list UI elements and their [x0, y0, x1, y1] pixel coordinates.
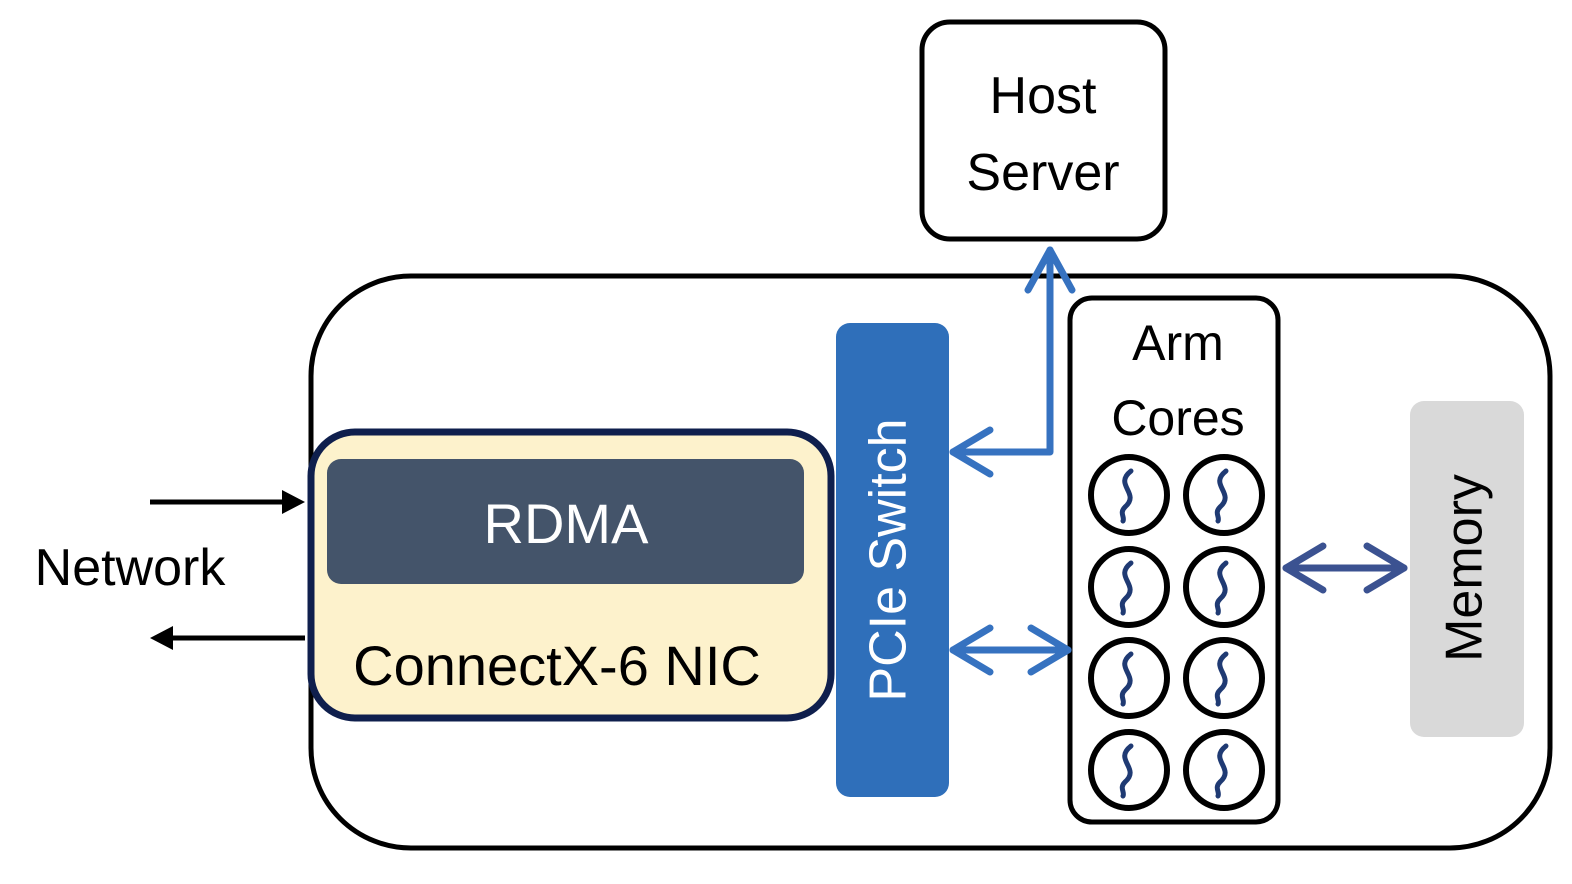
arm-core — [1183, 454, 1265, 536]
thread-squiggle-icon — [1119, 468, 1134, 524]
pcie-arm-arrow — [949, 624, 1072, 676]
thread-squiggle-icon — [1119, 560, 1134, 616]
network-out-arrow — [150, 626, 305, 650]
thread-squiggle-icon — [1214, 560, 1229, 616]
arm-core — [1183, 637, 1265, 719]
nic-label: ConnectX-6 NIC — [353, 634, 761, 697]
arm-core-grid — [1088, 454, 1265, 811]
thread-squiggle-icon — [1214, 743, 1229, 799]
network-label: Network — [35, 539, 227, 597]
arm-memory-arrow — [1282, 542, 1408, 594]
host-server-line1: Host — [990, 67, 1097, 125]
arm-core — [1088, 729, 1170, 811]
thread-squiggle-icon — [1214, 468, 1229, 524]
host-server-box: Host Server — [919, 19, 1168, 242]
arm-core — [1088, 637, 1170, 719]
arm-core — [1183, 546, 1265, 628]
rdma-label: RDMA — [484, 492, 650, 555]
memory-label: Memory — [1436, 474, 1494, 662]
rdma-block — [327, 459, 804, 584]
pcie-switch-label: PCIe Switch — [860, 418, 918, 701]
pcie-switch: PCIe Switch — [836, 323, 949, 797]
thread-squiggle-icon — [1119, 743, 1134, 799]
arm-core — [1183, 729, 1265, 811]
thread-squiggle-icon — [1214, 651, 1229, 707]
pcie-host-arrow — [949, 246, 1076, 478]
thread-squiggle-icon — [1119, 651, 1134, 707]
network-in-arrow — [150, 490, 305, 514]
arm-cores-box: Arm Cores — [1067, 295, 1281, 825]
connectx-nic: RDMA ConnectX-6 NIC — [307, 428, 835, 722]
arm-core — [1088, 454, 1170, 536]
arm-core — [1088, 546, 1170, 628]
host-server-line2: Server — [966, 144, 1119, 202]
memory-block: Memory — [1410, 401, 1524, 737]
arm-cores-line2: Cores — [1111, 390, 1244, 446]
arm-cores-line1: Arm — [1132, 315, 1224, 371]
